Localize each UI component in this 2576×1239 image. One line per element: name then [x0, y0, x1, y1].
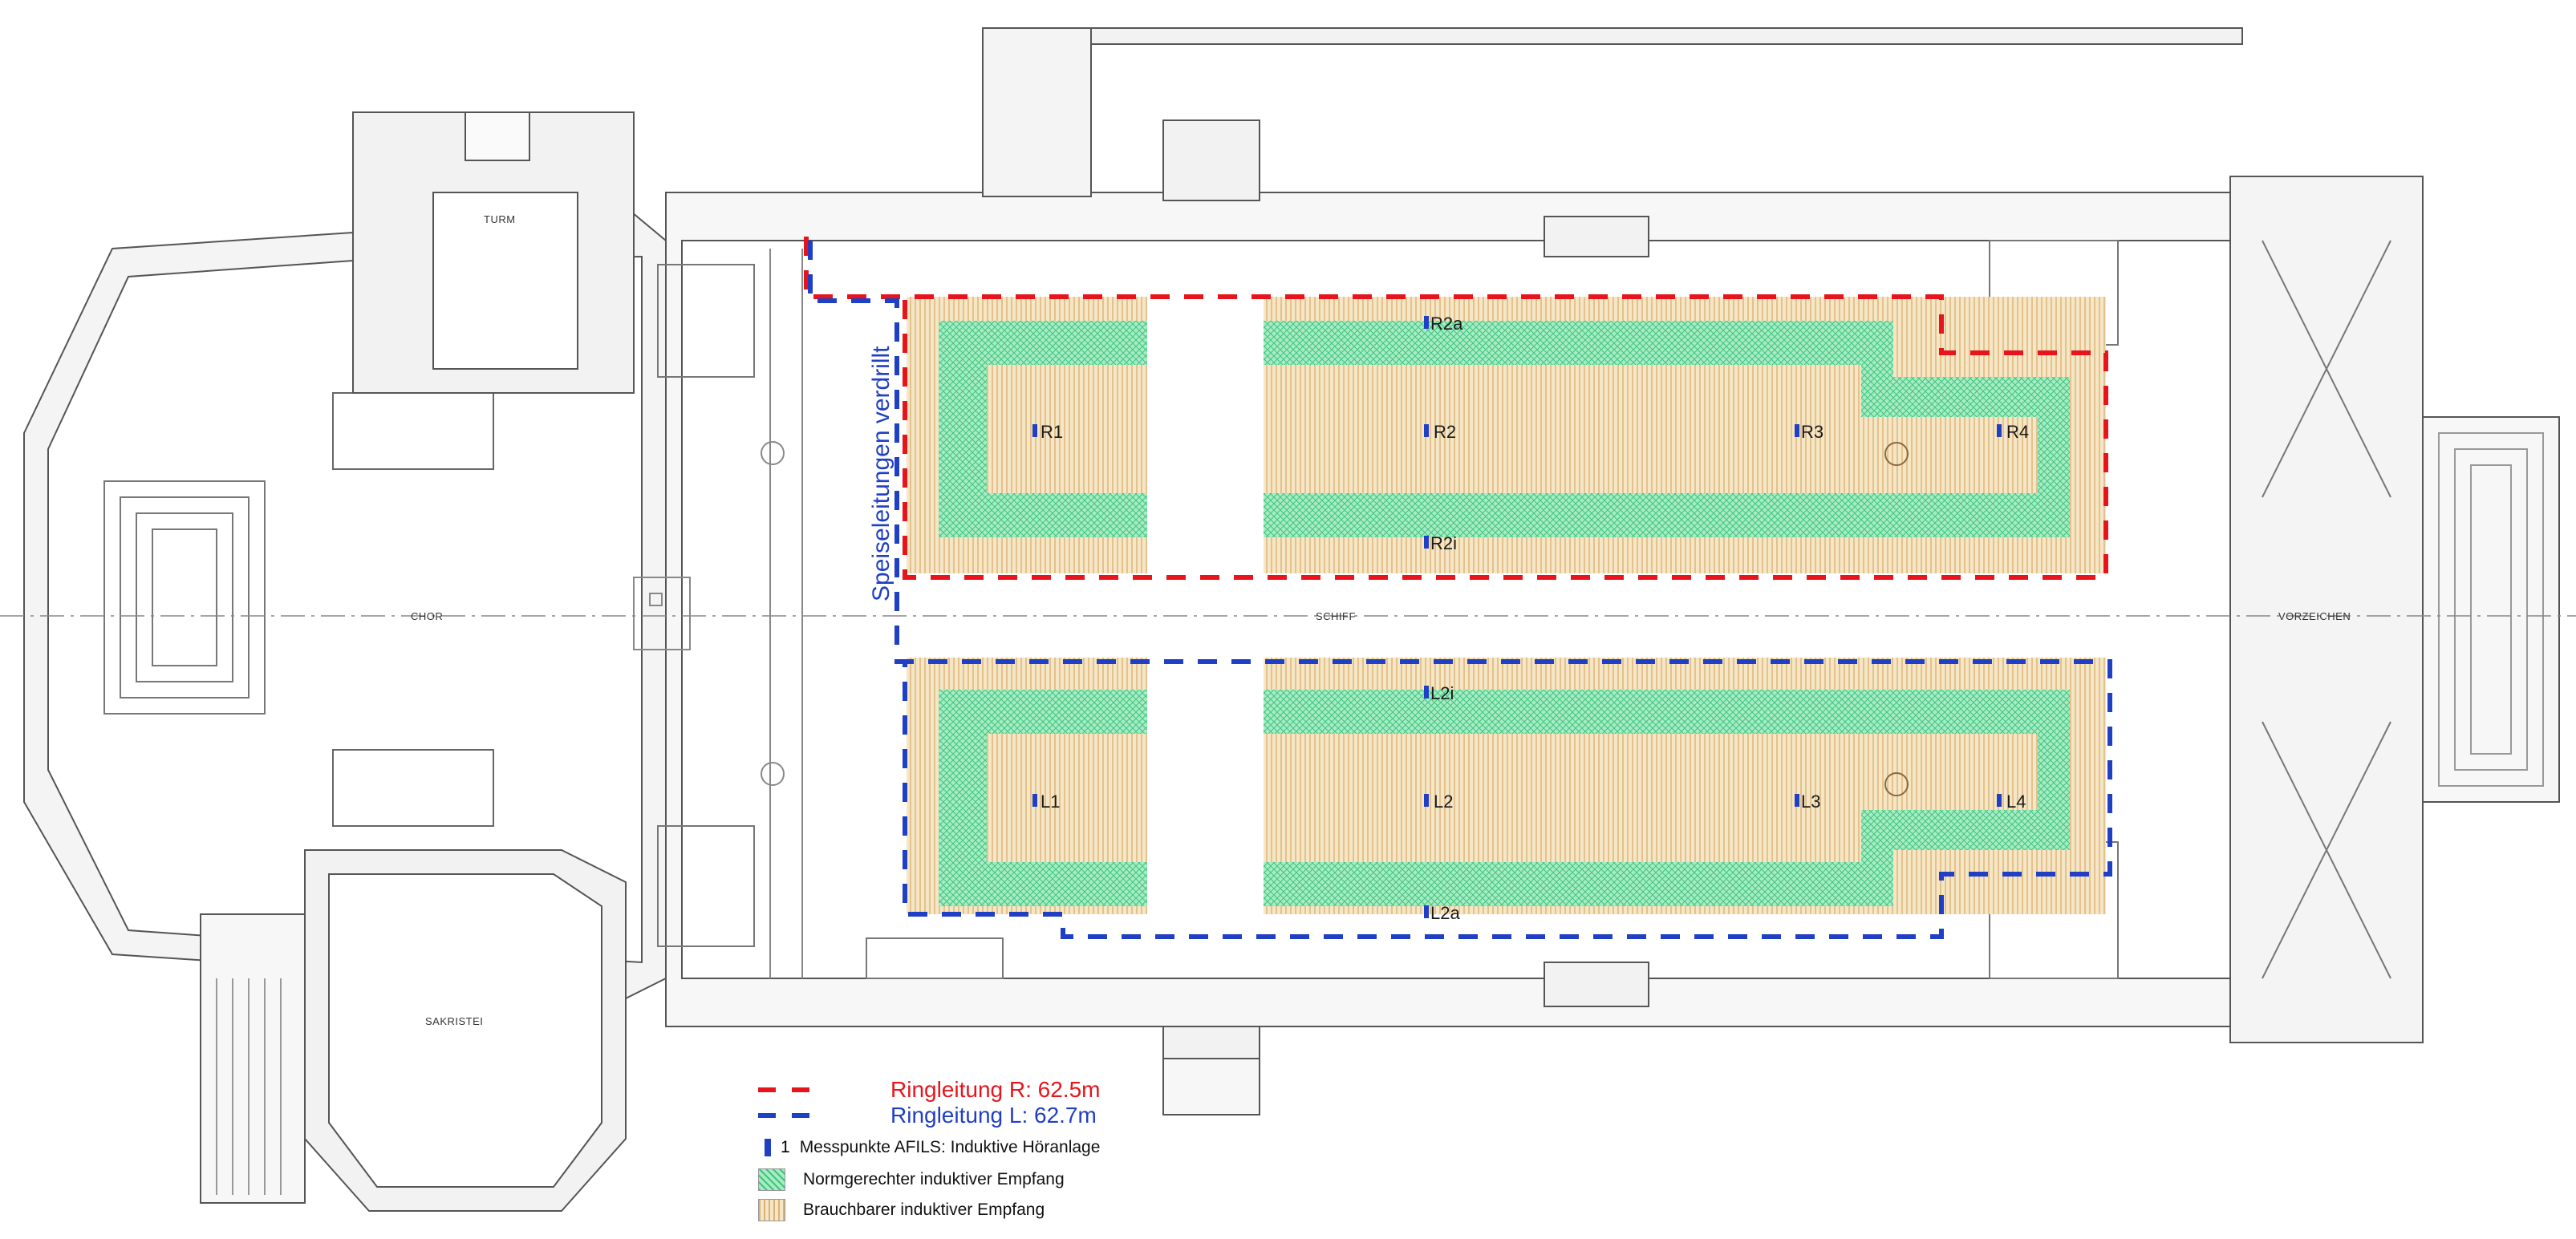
- point-label-l3: L3: [1801, 792, 1820, 812]
- point-marker-l3: [1795, 794, 1799, 807]
- point-marker-l1: [1032, 794, 1037, 807]
- legend-norm-text: Normgerechter induktiver Empfang: [803, 1170, 1065, 1188]
- legend: Ringleitung R: 62.5m Ringleitung L: 62.7…: [758, 1076, 1239, 1237]
- point-label-l2: L2: [1434, 792, 1453, 812]
- ring-r-swatch: [758, 1076, 814, 1103]
- point-marker-r3: [1795, 424, 1799, 437]
- usable-swatch: [758, 1199, 785, 1221]
- measure-points: R1 R2 R2a R2i R3 R4 L1 L2 L2i L2a L3 L4: [1032, 314, 2029, 923]
- room-label-turm: TURM: [484, 213, 516, 225]
- measure-point-icon: [765, 1139, 771, 1156]
- feed-label: Speiseleitungen verdrillt: [868, 346, 895, 601]
- point-marker-r2: [1424, 424, 1429, 437]
- point-marker-r1: [1032, 424, 1037, 437]
- norm-area-l-left: [939, 690, 1147, 906]
- legend-norm: Normgerechter induktiver Empfang: [758, 1166, 1065, 1193]
- point-marker-l2i: [1424, 686, 1429, 698]
- room-label-sakristei: SAKRISTEI: [425, 1015, 483, 1027]
- norm-swatch: [758, 1168, 785, 1191]
- legend-measure-text: Messpunkte AFILS: Induktive Höranlage: [799, 1138, 1101, 1156]
- point-marker-l4: [1997, 794, 2002, 807]
- point-label-r2i: R2i: [1430, 533, 1457, 553]
- legend-ring-r: Ringleitung R: 62.5m: [758, 1076, 1100, 1103]
- point-label-r1: R1: [1041, 422, 1063, 442]
- room-label-chor: CHOR: [411, 610, 443, 622]
- point-marker-l2: [1424, 794, 1429, 807]
- norm-area-r-left: [939, 321, 1147, 537]
- legend-measure-num: 1: [781, 1138, 790, 1156]
- ring-loop-r: [804, 237, 2108, 580]
- coverage-areas: [907, 297, 2106, 914]
- point-marker-l2a: [1424, 905, 1429, 918]
- point-marker-r2a: [1424, 316, 1429, 329]
- room-label-vorzeichen: VORZEICHEN: [2278, 610, 2351, 622]
- point-label-r3: R3: [1801, 422, 1823, 442]
- room-label-schiff: SCHIFF: [1316, 610, 1356, 622]
- legend-usable-text: Brauchbarer induktiver Empfang: [803, 1201, 1045, 1219]
- legend-usable: Brauchbarer induktiver Empfang: [758, 1196, 1045, 1224]
- legend-ring-r-text: Ringleitung R: 62.5m: [890, 1077, 1101, 1102]
- point-label-r2: R2: [1434, 422, 1456, 442]
- norm-area-l-right: [1264, 690, 2070, 906]
- building-walls: [23, 27, 2560, 1212]
- ring-l-swatch: [758, 1102, 814, 1129]
- point-marker-r2i: [1424, 536, 1429, 549]
- point-label-r4: R4: [2006, 422, 2029, 442]
- norm-area-r-right: [1264, 321, 2070, 537]
- point-label-l1: L1: [1041, 792, 1060, 812]
- point-label-l4: L4: [2006, 792, 2026, 812]
- point-label-r2a: R2a: [1430, 314, 1463, 334]
- legend-ring-l-text: Ringleitung L: 62.7m: [890, 1103, 1097, 1128]
- legend-ring-l: Ringleitung L: 62.7m: [758, 1102, 1097, 1129]
- legend-measure: 1 Messpunkte AFILS: Induktive Höranlage: [758, 1134, 1100, 1161]
- point-marker-r4: [1997, 424, 2002, 437]
- point-label-l2a: L2a: [1430, 903, 1460, 923]
- point-label-l2i: L2i: [1430, 683, 1454, 703]
